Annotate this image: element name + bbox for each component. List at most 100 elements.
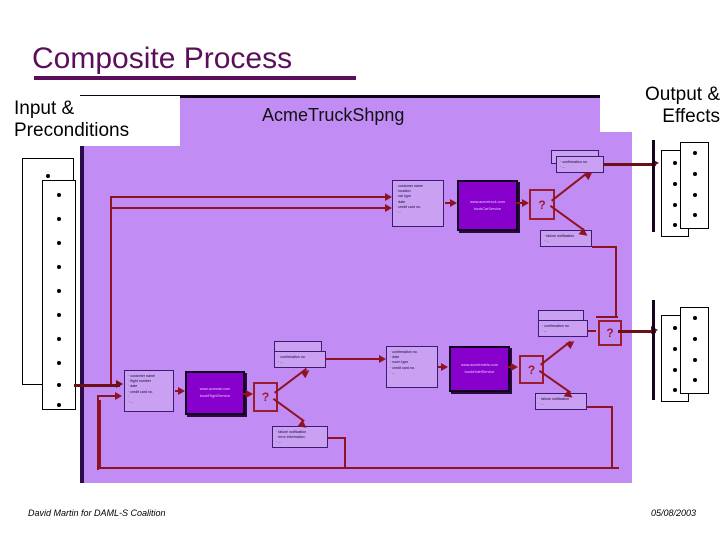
input-heading-line2: Preconditions xyxy=(14,120,130,141)
arrowhead-right xyxy=(116,380,123,388)
connector-truck-success-to-output xyxy=(604,163,656,166)
list-item: customer name xyxy=(128,374,171,379)
bullet-dot xyxy=(673,347,677,351)
input-stack-front xyxy=(42,180,76,410)
connector-flight-feed-riser xyxy=(97,395,99,470)
list-item: credit card no. xyxy=(390,366,435,371)
list-item: ... xyxy=(542,329,585,334)
arrowhead-right xyxy=(246,390,253,398)
connector-input-to-truck-h xyxy=(110,196,388,198)
flight-confirmation-box: confirmation no. ... xyxy=(274,351,326,368)
connector-flight-feed-h xyxy=(97,395,118,397)
hotel-failure-box: failure notification ... xyxy=(535,393,587,410)
arrowhead-right xyxy=(178,387,185,395)
output-heading-line2: Effects xyxy=(662,106,720,127)
list-item: ... xyxy=(539,402,584,407)
list-item: failure notification xyxy=(544,234,589,239)
question-mark-icon: ? xyxy=(606,326,614,340)
connector-hotel-failure-down xyxy=(611,406,613,468)
connector-flight-inputs-to-service xyxy=(175,390,180,392)
question-mark-icon: ? xyxy=(538,197,546,212)
bullet-dot xyxy=(692,316,697,320)
page-title: Composite Process xyxy=(32,42,293,75)
list-item: location xyxy=(396,189,441,194)
connector-flight-service-to-decision xyxy=(242,393,249,395)
arrowhead-right xyxy=(385,193,392,201)
connector-truck-inputs-to-service xyxy=(445,202,451,204)
input-heading-line1: Input & xyxy=(14,98,75,119)
service-operation: bookHotelService xyxy=(464,370,495,374)
arrowhead-right xyxy=(522,199,529,207)
bullet-dot xyxy=(692,358,697,362)
question-mark-icon: ? xyxy=(261,390,270,404)
flight-inputs-box: customer name flight number date credit … xyxy=(124,370,174,412)
connector-truck-service-to-decision xyxy=(515,202,524,204)
truck-service-box[interactable]: www.acmetruck.com bookCarService xyxy=(457,180,518,231)
bullet-dot xyxy=(57,361,61,365)
flight-service-box[interactable]: www.acmeair.com bookFlightService xyxy=(185,371,245,415)
list-item: error information xyxy=(276,435,325,440)
list-item: date xyxy=(396,200,441,205)
bullet-dot xyxy=(57,403,61,407)
output-bus-bottom xyxy=(652,300,655,400)
bullet-dot xyxy=(692,213,697,217)
list-item: ... xyxy=(396,210,441,215)
list-item: confirmation no. xyxy=(560,160,601,165)
list-item: room type xyxy=(390,360,435,365)
hotel-confirmation-box: confirmation no. ... xyxy=(538,320,588,337)
connector-flight-failure-down xyxy=(344,437,346,469)
truck-failure-box: failure notification ... xyxy=(540,230,592,247)
bullet-dot xyxy=(673,223,677,227)
list-item: confirmation no. xyxy=(278,355,323,360)
arrowhead-right xyxy=(511,363,518,371)
bullet-dot xyxy=(673,161,677,165)
bullet-dot xyxy=(57,383,61,387)
footer-author: David Martin for DAML-S Coalition xyxy=(28,508,166,518)
bullet-dot xyxy=(57,265,61,269)
bullet-dot xyxy=(673,203,677,207)
list-item: confirmation no. xyxy=(542,324,585,329)
list-item: ... xyxy=(128,400,171,405)
arrowhead-right xyxy=(450,199,457,207)
connector-truck-failure-out xyxy=(592,246,617,248)
list-item: failure notification xyxy=(539,397,584,402)
composite-process-canvas xyxy=(80,95,632,483)
bullet-dot xyxy=(46,174,50,178)
arrowhead-right xyxy=(652,159,659,167)
truck-confirmation-box: confirmation no. ... xyxy=(556,156,604,173)
bullet-dot xyxy=(57,217,61,221)
truck-decision-box[interactable]: ? xyxy=(529,189,555,220)
input-preconditions-heading: Input & Preconditions xyxy=(14,96,180,146)
service-operation: bookCarService xyxy=(473,206,501,211)
connector-failure-bus-left-riser xyxy=(99,400,101,468)
arrowhead-right xyxy=(379,355,386,363)
output-heading-line1: Output & xyxy=(645,84,720,105)
flight-failure-box: failure notification error information .… xyxy=(272,426,328,448)
output-bus-top xyxy=(652,140,655,232)
bullet-dot xyxy=(673,326,677,330)
bullet-dot xyxy=(692,378,697,382)
footer-date: 05/08/2003 xyxy=(650,508,696,518)
connector-hotel-success-to-decision2 xyxy=(588,330,596,332)
bullet-dot xyxy=(57,193,61,197)
hotel-post-decision-box[interactable]: ? xyxy=(598,320,622,346)
list-item: date xyxy=(390,355,435,360)
hotel-decision-box[interactable]: ? xyxy=(519,355,544,384)
output-effects-heading: Output & Effects xyxy=(600,82,720,132)
bullet-dot xyxy=(57,313,61,317)
hotel-inputs-box: confirmation no. date room type credit c… xyxy=(386,346,438,388)
flight-decision-box[interactable]: ? xyxy=(253,382,278,412)
list-item: ... xyxy=(560,165,601,170)
arrowhead-right xyxy=(385,204,392,212)
list-item: credit card no. xyxy=(396,205,441,210)
connector-input-riser xyxy=(110,196,112,386)
title-underline-rule xyxy=(34,76,356,80)
bullet-dot xyxy=(673,368,677,372)
service-url: www.acmehotels.com xyxy=(461,363,498,367)
connector-failure-bus xyxy=(99,467,619,469)
bullet-dot xyxy=(57,289,61,293)
bullet-dot xyxy=(692,151,697,155)
connector-input-to-truck-2 xyxy=(110,207,388,209)
hotel-service-box[interactable]: www.acmehotels.com bookHotelService xyxy=(449,346,510,392)
